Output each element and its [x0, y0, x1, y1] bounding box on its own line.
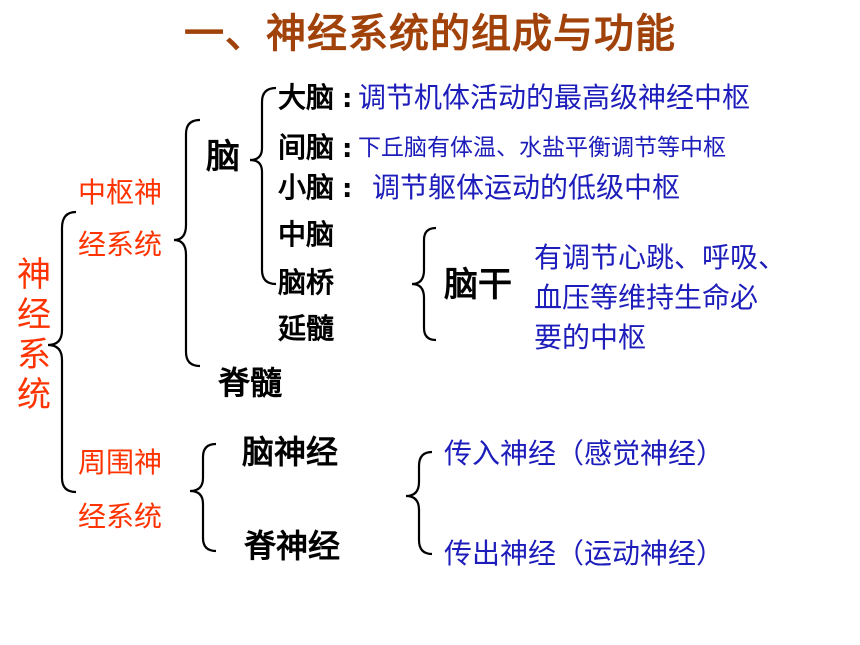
- peripheral-bracket: [189, 442, 217, 553]
- medulla-label: 延髓: [278, 312, 335, 345]
- root-bracket: [47, 210, 77, 494]
- diencephalon-desc: 下丘脑有体温、水盐平衡调节等中枢: [358, 135, 726, 161]
- midbrain-label: 中脑: [278, 218, 335, 251]
- cerebrum-name: 大脑: [278, 81, 335, 114]
- page-title: 一、神经系统的组成与功能: [184, 11, 676, 57]
- brainstem-desc-line2: 血压等维持生命必: [534, 281, 759, 314]
- root-label: 神经系统: [17, 255, 51, 415]
- efferent-nerve-label: 传出神经（运动神经）: [444, 537, 725, 570]
- central-label-line2: 经系统: [78, 228, 163, 261]
- brainstem-desc-line1: 有调节心跳、呼吸、: [534, 241, 787, 274]
- brainstem-bracket: [411, 226, 437, 342]
- spinal-cord-label: 脊髓: [218, 364, 283, 402]
- central-bracket: [173, 118, 201, 368]
- afferent-nerve-label: 传入神经（感觉神经）: [444, 437, 725, 470]
- diencephalon-colon: :: [342, 134, 353, 164]
- nerve-bracket: [405, 450, 433, 556]
- diencephalon-name: 间脑: [278, 131, 335, 164]
- cerebellum-desc: 调节躯体运动的低级中枢: [372, 171, 681, 204]
- cerebellum-name: 小脑: [278, 171, 335, 204]
- cerebrum-desc: 调节机体活动的最高级神经中枢: [358, 81, 751, 114]
- brain-bracket: [249, 86, 277, 286]
- pons-label: 脑桥: [278, 266, 335, 299]
- central-label-line1: 中枢神: [78, 176, 163, 209]
- cranial-nerve-label: 脑神经: [242, 433, 339, 471]
- spinal-nerve-label: 脊神经: [244, 527, 341, 565]
- brainstem-label: 脑干: [444, 265, 512, 305]
- brain-label: 脑: [206, 137, 240, 177]
- peripheral-label-line1: 周围神: [78, 446, 163, 479]
- cerebellum-colon: :: [342, 174, 353, 204]
- cerebrum-colon: :: [342, 84, 353, 114]
- peripheral-label-line2: 经系统: [78, 500, 163, 533]
- brainstem-desc-line3: 要的中枢: [534, 321, 647, 354]
